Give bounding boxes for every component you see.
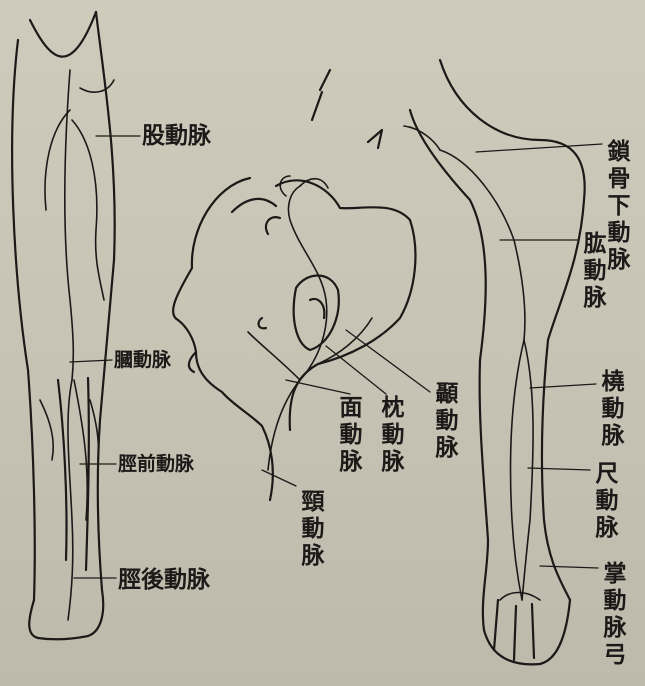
- label-occipital-artery: 枕動脉: [378, 394, 408, 475]
- label-radial-artery: 橈動脉: [598, 368, 628, 449]
- label-facial-artery: 面動脉: [336, 394, 366, 475]
- label-ulnar-artery: 尺動脉: [592, 460, 622, 541]
- label-femoral-artery: 股動脉: [142, 122, 211, 149]
- label-anterior-tibial-artery: 脛前動脉: [118, 453, 194, 476]
- leg-arteries: [40, 70, 114, 620]
- label-temporal-artery: 顳動脉: [432, 380, 462, 461]
- label-posterior-tibial-artery: 脛後動脉: [118, 566, 210, 593]
- label-popliteal-artery: 膕動脉: [114, 349, 171, 372]
- label-brachial-artery: 肱動脉: [580, 230, 610, 311]
- label-palmar-arch: 掌動脉弓: [600, 560, 630, 668]
- leg-outline: [12, 12, 115, 639]
- label-carotid-artery: 頸動脉: [298, 488, 328, 569]
- arm-arteries: [404, 126, 540, 600]
